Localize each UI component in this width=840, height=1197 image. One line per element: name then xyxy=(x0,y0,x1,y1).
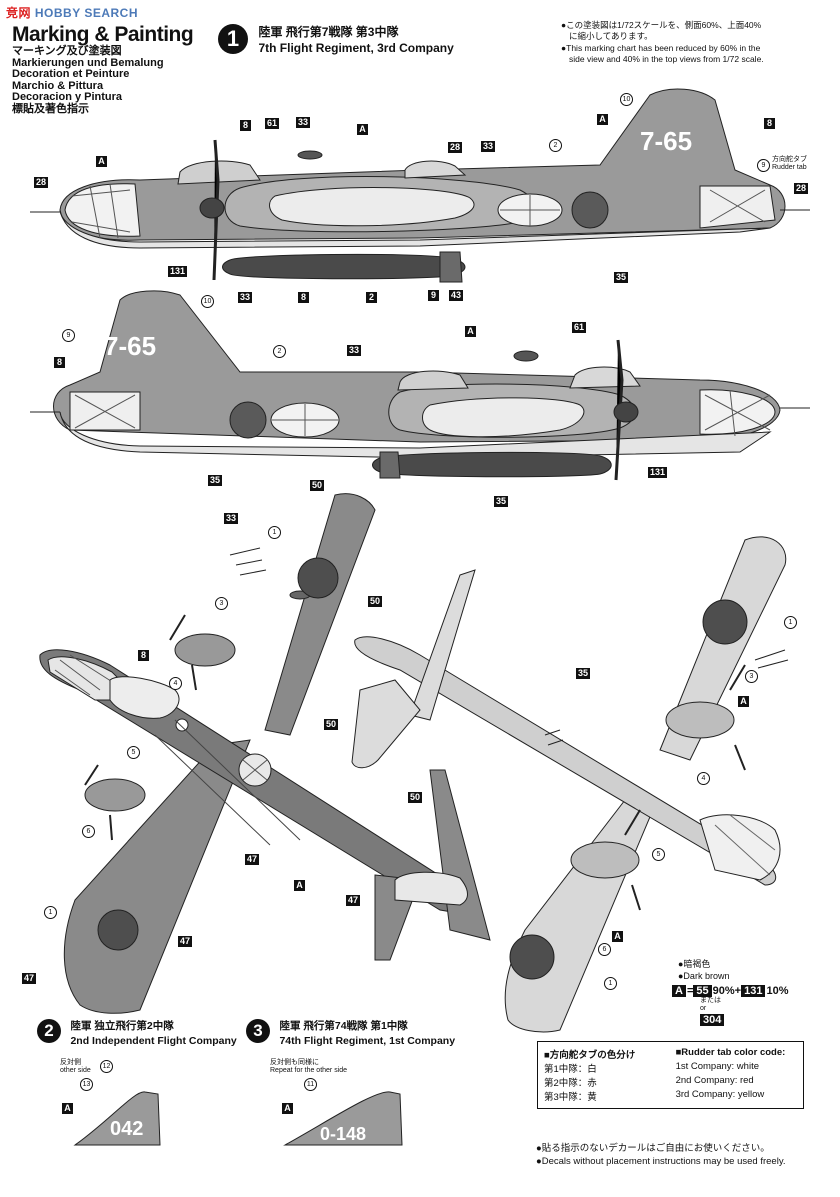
callout-9c: 9 xyxy=(62,329,75,342)
callout-9b: 9 xyxy=(428,290,439,301)
callout-1d: 1 xyxy=(604,977,617,990)
callout-4: 4 xyxy=(169,677,182,690)
callout-8: 8 xyxy=(240,120,251,131)
callout-10: 10 xyxy=(620,93,633,106)
callout-35: 35 xyxy=(614,272,628,283)
tail-fin-2: 042 xyxy=(73,1091,161,1146)
page-title: Marking & Painting xyxy=(12,23,194,46)
callout-A4: A xyxy=(465,326,476,337)
callout-12: 12 xyxy=(100,1060,113,1073)
callout-47: 47 xyxy=(245,854,259,865)
callout-9: 9 xyxy=(757,159,770,172)
callout-5: 5 xyxy=(127,746,140,759)
callout-28b: 28 xyxy=(794,183,808,194)
callout-2c: 2 xyxy=(273,345,286,358)
callout-28c: 28 xyxy=(34,177,48,188)
callout-61: 61 xyxy=(265,118,279,129)
callout-33: 33 xyxy=(296,117,310,128)
callout-50d: 50 xyxy=(408,792,422,803)
callout-131b: 131 xyxy=(648,467,667,478)
callout-1b: 1 xyxy=(44,906,57,919)
callout-2b: 2 xyxy=(366,292,377,303)
tail-code-2: 7-65 xyxy=(104,331,156,361)
callout-6b: 6 xyxy=(598,943,611,956)
top-view-lower xyxy=(351,536,789,1033)
callout-28: 28 xyxy=(448,142,462,153)
callout-A: A xyxy=(357,124,368,135)
color-legend: ●暗褐色●Dark brown xyxy=(678,959,730,982)
callout-47b: 47 xyxy=(346,895,360,906)
tail-fin-3: 0-148 xyxy=(283,1091,403,1146)
callout-A3: A xyxy=(96,156,107,167)
callout-3: 3 xyxy=(215,597,228,610)
callout-8b: 8 xyxy=(764,118,775,129)
callout-8d: 8 xyxy=(54,357,65,368)
callout-1: 1 xyxy=(268,526,281,539)
callout-3b: 3 xyxy=(745,670,758,683)
callout-2: 2 xyxy=(549,139,562,152)
callout-A2: A xyxy=(597,114,608,125)
callout-47d: 47 xyxy=(22,973,36,984)
callout-13: 13 xyxy=(80,1078,93,1091)
callout-10b: 10 xyxy=(201,295,214,308)
watermark: 竞网 HOBBY SEARCH xyxy=(6,6,138,20)
callout-33e: 33 xyxy=(224,513,238,524)
callout-50: 50 xyxy=(310,480,324,491)
callout-A5: A xyxy=(294,880,305,891)
top-view-upper xyxy=(39,493,491,1014)
footer-note: ●貼る指示のないデカールはご自由にお使いください。●Decals without… xyxy=(536,1143,786,1168)
title-block: Marking & Painting マーキング及び塗装図 Markierung… xyxy=(12,23,194,115)
callout-4b: 4 xyxy=(697,772,710,785)
callout-61b: 61 xyxy=(572,322,586,333)
tail-code-0148: 0-148 xyxy=(320,1124,366,1144)
tail-code-1: 7-65 xyxy=(640,126,692,156)
callout-5b: 5 xyxy=(652,848,665,861)
scheme-number-badge: 1 xyxy=(218,24,248,54)
callout-A6: A xyxy=(738,696,749,707)
callout-35d: 35 xyxy=(576,668,590,679)
scale-note: ●この塗装図は1/72スケールを、側面60%、上面40%に縮小してあります。 ●… xyxy=(561,20,764,65)
callout-6: 6 xyxy=(82,825,95,838)
callout-A9: A xyxy=(282,1103,293,1114)
callout-131: 131 xyxy=(168,266,187,277)
callout-43: 43 xyxy=(449,290,463,301)
callout-A8: A xyxy=(62,1103,73,1114)
callout-33b: 33 xyxy=(481,141,495,152)
callout-33d: 33 xyxy=(347,345,361,356)
callout-8c: 8 xyxy=(298,292,309,303)
callout-8e: 8 xyxy=(138,650,149,661)
rudder-tab-color-table: ■方向舵タブの色分け■Rudder tab color code: 第1中隊：白… xyxy=(537,1041,804,1109)
callout-35b: 35 xyxy=(208,475,222,486)
callout-50c: 50 xyxy=(324,719,338,730)
callout-35c: 35 xyxy=(494,496,508,507)
callout-A7: A xyxy=(612,931,623,942)
side-view-1: 7-65 xyxy=(30,88,810,283)
side-view-2: 7-65 xyxy=(30,290,810,481)
callout-11: 11 xyxy=(304,1078,317,1091)
callout-33c: 33 xyxy=(238,292,252,303)
callout-1c: 1 xyxy=(784,616,797,629)
tail-code-042: 042 xyxy=(110,1118,143,1140)
callout-47c: 47 xyxy=(178,936,192,947)
callout-50b: 50 xyxy=(368,596,382,607)
